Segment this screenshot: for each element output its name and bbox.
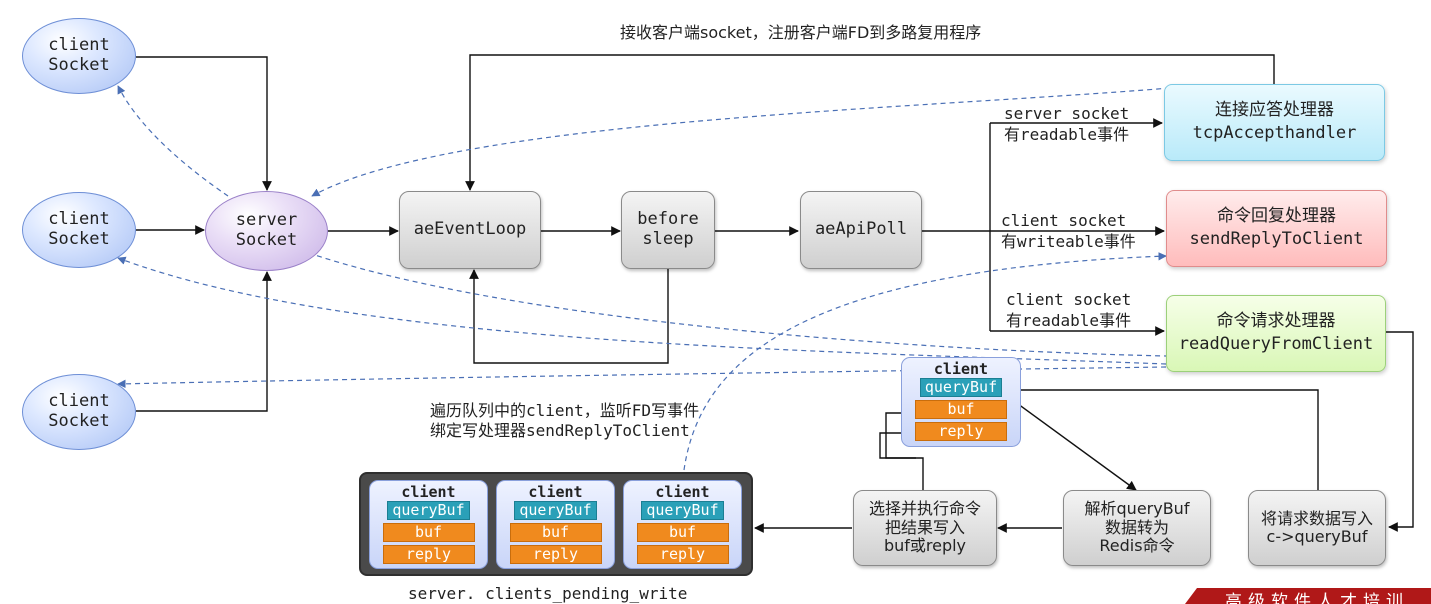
server-readable-label-2: 有readable事件 [1004, 125, 1130, 144]
reply-handler-title: 命令回复处理器 [1217, 206, 1336, 227]
watermark-bar [1185, 588, 1431, 604]
accept-handler: 连接应答处理器 tcpAccepthandler [1164, 84, 1385, 161]
queue-client-3-buf: buf [636, 523, 729, 542]
queue-client-2: client queryBuf buf reply [496, 480, 615, 569]
client-struct-buf: buf [915, 400, 1007, 419]
queue-client-3: client queryBuf buf reply [623, 480, 742, 569]
edge-accept-eventloop [465, 54, 1275, 191]
client-socket-2-label: client Socket [48, 209, 110, 249]
client-struct-reply: reply [915, 422, 1007, 441]
client-readable-label-2: 有readable事件 [1006, 311, 1132, 330]
ae-event-loop-label: aeEventLoop [413, 219, 527, 240]
server-socket-label: server Socket [235, 210, 298, 250]
server-readable-label-1: server socket [1004, 104, 1130, 123]
edge-writebox-querybuf [1007, 385, 1319, 490]
server-socket: server Socket [205, 191, 328, 271]
before-sleep-label: before sleep [637, 209, 699, 249]
parse-querybuf-label: 解析queryBuf 数据转为 Redis命令 [1084, 499, 1190, 556]
clients-pending-write-queue: client queryBuf buf reply client queryBu… [359, 472, 753, 576]
client-socket-1: client Socket [22, 18, 136, 94]
traverse-label-1: 遍历队列中的client，监听FD写事件 [430, 401, 700, 420]
dashed-queue-reply [683, 252, 1167, 471]
parse-querybuf-box: 解析queryBuf 数据转为 Redis命令 [1063, 490, 1211, 566]
execute-command-label: 选择并执行命令 把结果写入 buf或reply [868, 499, 981, 556]
accept-handler-fn: tcpAccepthandler [1192, 123, 1357, 143]
edge-execute-reply [879, 428, 916, 459]
client-struct-title: client [933, 360, 989, 378]
queue-label: server. clients_pending_write [408, 584, 688, 603]
edge-beforesleep-eventloop [469, 268, 669, 364]
queue-client-3-title: client [655, 483, 710, 501]
queue-client-2-querybuf: queryBuf [514, 501, 597, 520]
top-edge-label: 接收客户端socket，注册客户端FD到多路复用程序 [620, 23, 982, 42]
queue-client-1: client queryBuf buf reply [369, 480, 488, 569]
client-struct-querybuf: queryBuf [919, 378, 1003, 397]
client-socket-1-label: client Socket [48, 35, 110, 75]
client-readable-label-1: client socket [1006, 290, 1132, 309]
ae-api-poll-box: aeApiPoll [800, 191, 922, 269]
edge-querybuf-parse [1002, 392, 1137, 491]
reply-handler: 命令回复处理器 sendReplyToClient [1166, 190, 1387, 267]
edge-client1-server [136, 56, 272, 191]
before-sleep-box: before sleep [621, 191, 715, 269]
client-struct: client queryBuf buf reply [901, 357, 1021, 447]
accept-handler-title: 连接应答处理器 [1215, 100, 1334, 121]
reply-handler-fn: sendReplyToClient [1189, 229, 1364, 249]
ae-api-poll-label: aeApiPoll [814, 219, 908, 240]
query-handler: 命令请求处理器 readQueryFromClient [1166, 295, 1386, 372]
query-handler-title: 命令请求处理器 [1216, 311, 1336, 332]
queue-client-1-buf: buf [382, 523, 475, 542]
dashed-accept-server [311, 87, 1171, 197]
queue-client-2-reply: reply [509, 545, 602, 564]
query-handler-fn: readQueryFromClient [1178, 334, 1374, 354]
ae-event-loop-box: aeEventLoop [399, 191, 541, 269]
dashed-server-query [299, 249, 1167, 357]
client-writeable-label-1: client socket [1001, 211, 1127, 230]
queue-client-1-reply: reply [382, 545, 475, 564]
client-writeable-label-2: 有writeable事件 [1001, 232, 1136, 251]
queue-client-1-title: client [401, 483, 456, 501]
queue-client-3-querybuf: queryBuf [641, 501, 724, 520]
dashed-server-client1 [117, 85, 229, 197]
edge-query-writebox [1386, 331, 1414, 532]
write-querybuf-label: 将请求数据写入 c->queryBuf [1260, 508, 1373, 546]
client-socket-3: client Socket [22, 374, 136, 450]
queue-client-2-buf: buf [509, 523, 602, 542]
traverse-label-2: 绑定写处理器sendReplyToClient [430, 421, 690, 440]
client-socket-3-label: client Socket [48, 391, 110, 431]
edge-client3-server [136, 271, 272, 412]
watermark-banner: 高级软件人才培训 [1185, 584, 1431, 604]
queue-client-3-reply: reply [636, 545, 729, 564]
client-socket-2: client Socket [22, 192, 136, 268]
execute-command-box: 选择并执行命令 把结果写入 buf或reply [853, 490, 997, 566]
write-querybuf-box: 将请求数据写入 c->queryBuf [1248, 490, 1386, 566]
queue-client-1-querybuf: queryBuf [387, 501, 470, 520]
watermark-text: 高级软件人才培训 [1225, 592, 1409, 604]
queue-client-2-title: client [528, 483, 583, 501]
